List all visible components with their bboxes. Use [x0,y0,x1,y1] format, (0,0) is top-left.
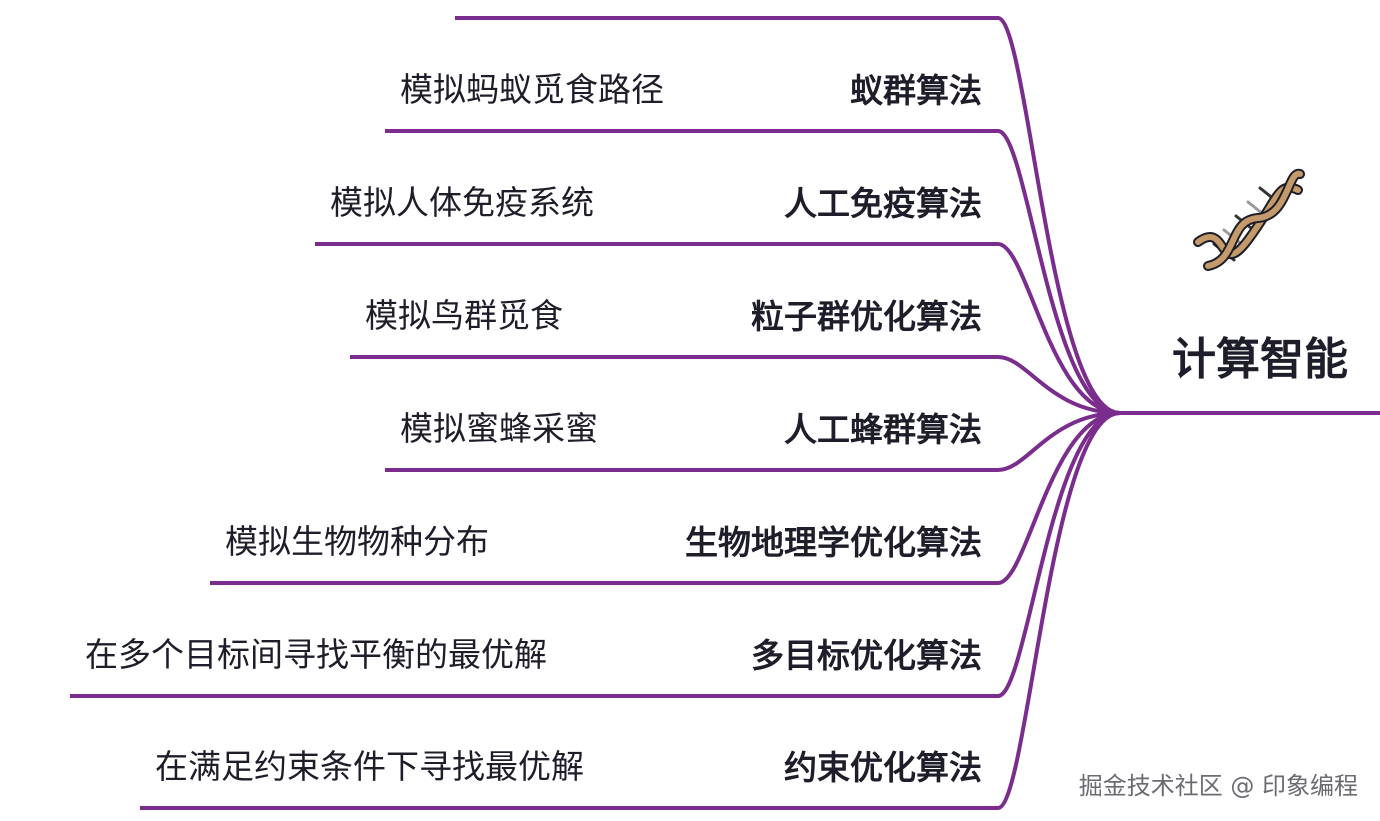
branch-connector-curve [997,411,1121,585]
branch-name: 生物地理学优化算法 [685,523,982,562]
branch-description: 模拟蚂蚁觅食路径 [400,70,664,109]
branch-description: 模拟鸟群觅食 [365,296,563,335]
branch-connector-curve [997,411,1121,472]
branch-description: 模拟蜜蜂采蜜 [400,409,598,448]
branch-name: 约束优化算法 [784,748,982,787]
branch-name: 人工蜂群算法 [784,410,982,449]
branch-description: 在满足约束条件下寻找最优解 [155,747,584,786]
branch-connector-curve [997,16,1121,415]
branch-connector-curve [997,355,1121,415]
branch-name: 蚁群算法 [850,71,982,110]
branch-name: 多目标优化算法 [751,636,982,675]
branch-description: 在多个目标间寻找平衡的最优解 [85,635,547,674]
branch-connector-curve [997,129,1121,415]
branch-connector-curve [997,411,1121,810]
dna-icon [1193,168,1305,271]
branch-connector-curve [997,242,1121,415]
watermark-text: 掘金技术社区 @ 印象编程 [1078,772,1358,800]
branch-description: 模拟生物物种分布 [225,522,489,561]
branch-connector-curve [997,411,1121,698]
root-node-label: 计算智能 [1172,334,1348,385]
branch-name: 粒子群优化算法 [751,297,982,336]
branch-name: 人工免疫算法 [784,184,982,223]
branch-description: 模拟人体免疫系统 [330,183,594,222]
